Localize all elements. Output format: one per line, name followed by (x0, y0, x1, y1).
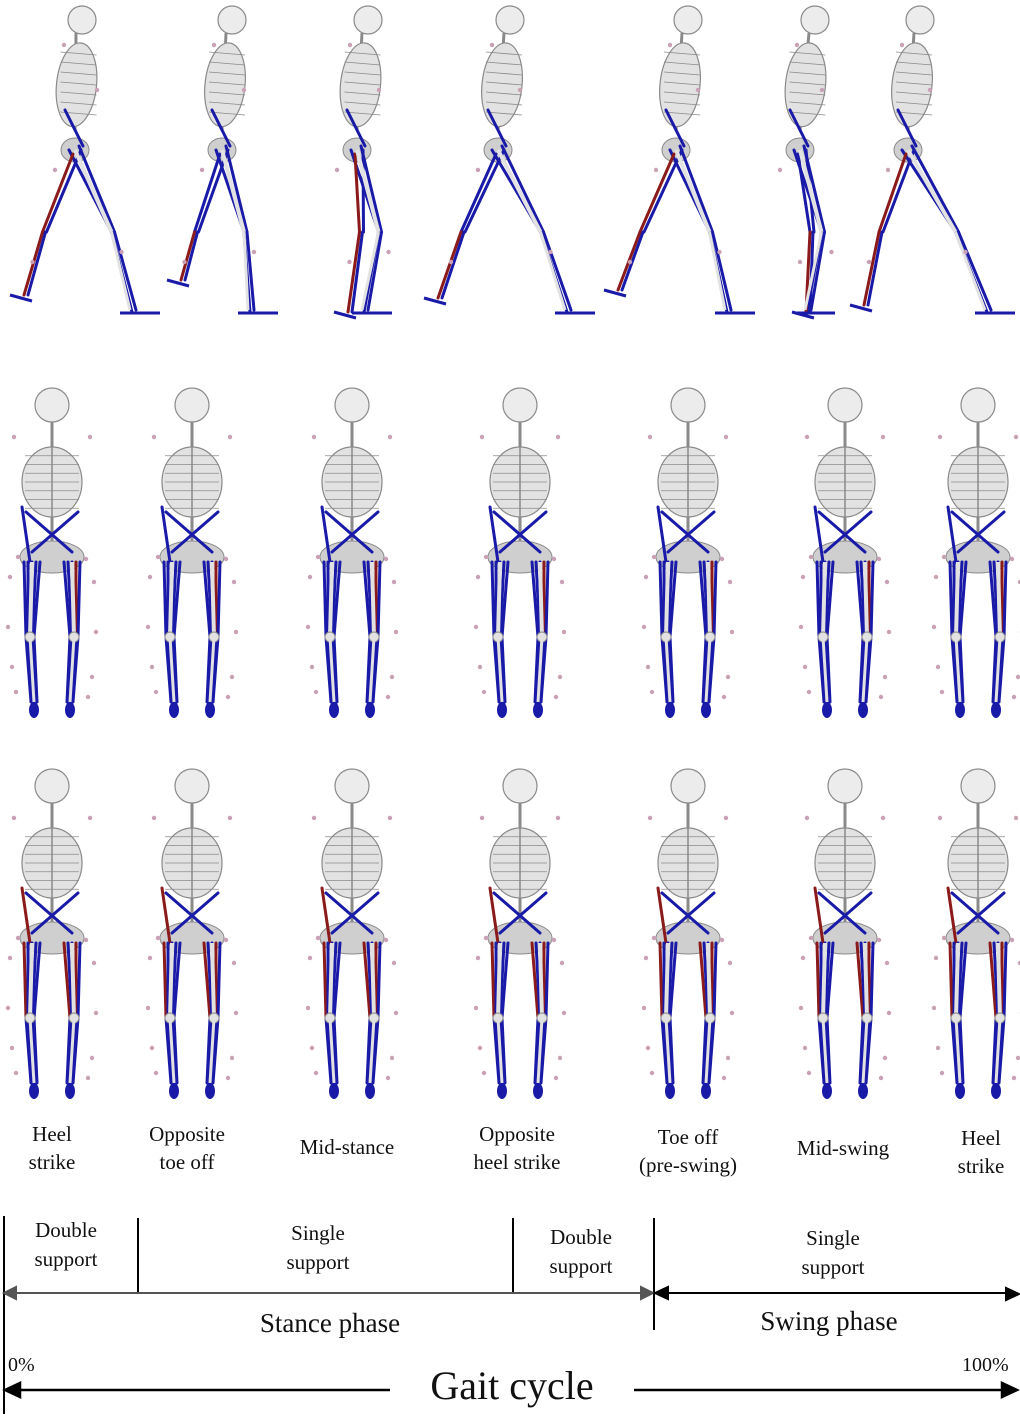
event-label-heel-strike: Heelstrike (29, 1120, 76, 1176)
back-view-figure (146, 769, 238, 1099)
event-label-opposite-heel-strike: Oppositeheel strike (474, 1120, 561, 1176)
front-view-figure (6, 388, 98, 718)
back-view-figure (6, 769, 98, 1099)
stance-phase-label: Stance phase (260, 1308, 400, 1339)
segment-double-support-1: Doublesupport (35, 1216, 98, 1274)
swing-phase-label: Swing phase (760, 1306, 897, 1337)
side-view-figure (604, 6, 755, 313)
segment-single-support-2: Singlesupport (802, 1224, 865, 1282)
event-label-opposite-toe-off: Oppositetoe off (149, 1120, 225, 1176)
side-view-figure (778, 6, 835, 318)
front-view-figure (932, 388, 1020, 718)
back-view-figure (642, 769, 734, 1099)
side-view-figure (10, 6, 160, 313)
back-view-figure (306, 769, 398, 1099)
segment-double-support-2: Doublesupport (550, 1223, 613, 1281)
back-view-figure (474, 769, 566, 1099)
front-view-figure (799, 388, 891, 718)
skeleton-gait-figure (0, 0, 1020, 1100)
front-view-figure (146, 388, 238, 718)
cycle-end-percent: 100% (962, 1354, 1009, 1377)
front-view-figure (474, 388, 566, 718)
event-label-heel-strike-end: Heelstrike (958, 1124, 1005, 1180)
event-label-mid-stance: Mid-stance (300, 1133, 394, 1161)
stance-arrow (4, 1287, 653, 1299)
gait-cycle-title: Gait cycle (420, 1362, 603, 1409)
cycle-start-percent: 0% (8, 1354, 35, 1377)
back-view-figure (932, 769, 1020, 1099)
side-view-figure (334, 6, 392, 318)
event-label-mid-swing: Mid-swing (797, 1134, 889, 1162)
side-view-figure (424, 6, 595, 313)
swing-arrow (655, 1287, 1019, 1300)
segment-single-support-1: Singlesupport (287, 1219, 350, 1277)
side-view-figure (850, 6, 1015, 313)
front-view-figure (642, 388, 734, 718)
side-view-figure (167, 6, 278, 313)
back-view-figure (799, 769, 891, 1099)
front-view-figure (306, 388, 398, 718)
event-label-toe-off: Toe off(pre-swing) (639, 1123, 737, 1179)
